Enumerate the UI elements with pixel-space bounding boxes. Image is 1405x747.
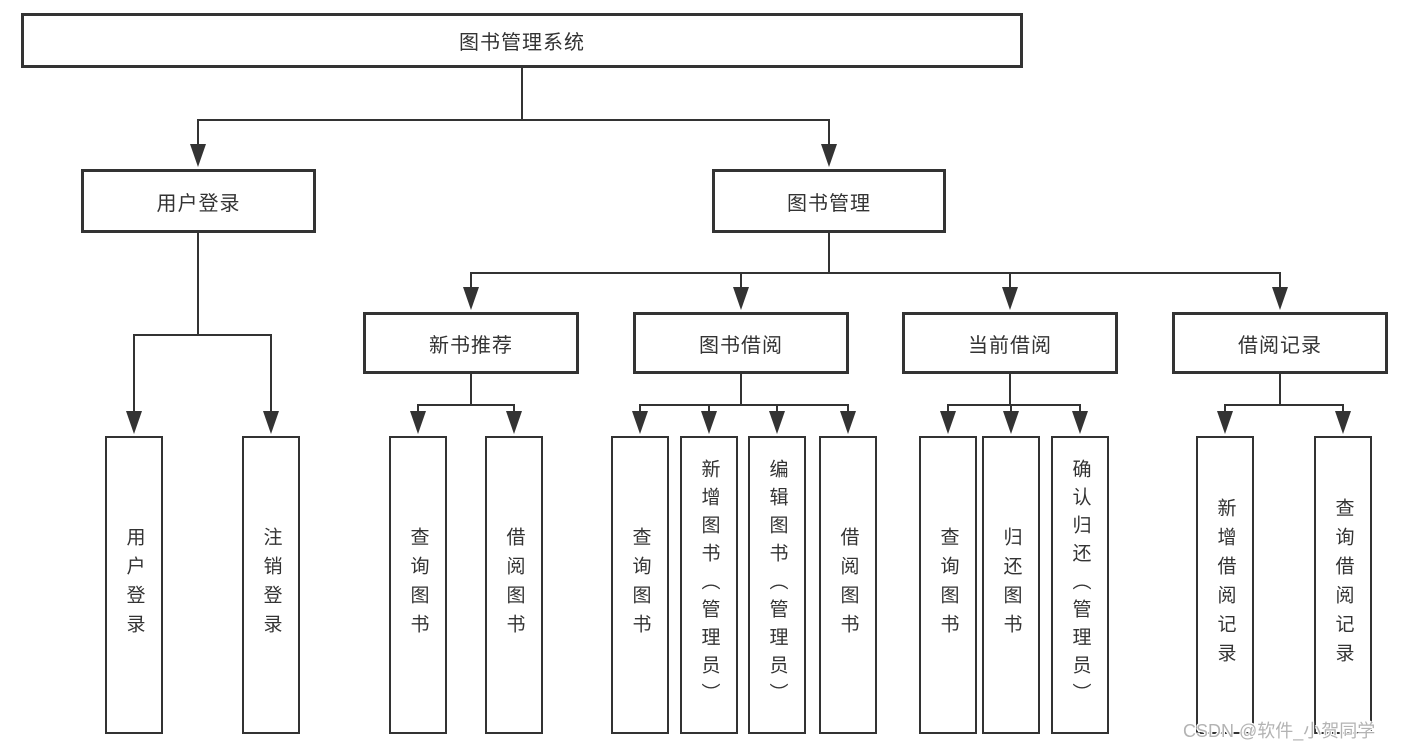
- node-label: 图书借阅: [699, 334, 783, 357]
- node-label: 查询图书: [407, 527, 429, 643]
- node-label: 借阅图书: [503, 527, 525, 643]
- node-label: 新书推荐: [429, 334, 513, 357]
- arrowhead-icons: [126, 144, 1351, 434]
- node-borrowing-records: 借阅记录: [1172, 312, 1388, 374]
- node-label: 新增图书（管理员）: [698, 459, 720, 711]
- node-leaf-edit-book-admin: 编辑图书（管理员）: [748, 436, 806, 734]
- node-leaf-query-books-3: 查询图书: [919, 436, 977, 734]
- node-label: 确认归还（管理员）: [1069, 459, 1091, 711]
- node-label: 注销登录: [260, 527, 282, 643]
- node-leaf-borrow-books-2: 借阅图书: [819, 436, 877, 734]
- node-leaf-user-login: 用户登录: [105, 436, 163, 734]
- node-label: 用户登录: [123, 527, 145, 643]
- node-label: 查询借阅记录: [1332, 498, 1354, 672]
- node-leaf-return-book: 归还图书: [982, 436, 1040, 734]
- node-leaf-confirm-return-admin: 确认归还（管理员）: [1051, 436, 1109, 734]
- node-leaf-add-book-admin: 新增图书（管理员）: [680, 436, 738, 734]
- node-leaf-query-books-1: 查询图书: [389, 436, 447, 734]
- node-user-login: 用户登录: [81, 169, 316, 233]
- node-library-management-system: 图书管理系统: [21, 13, 1023, 68]
- node-book-management: 图书管理: [712, 169, 946, 233]
- node-label: 编辑图书（管理员）: [766, 459, 788, 711]
- node-label: 图书管理系统: [459, 32, 585, 54]
- node-label: 新增借阅记录: [1214, 498, 1236, 672]
- node-new-book-recommendation: 新书推荐: [363, 312, 579, 374]
- node-leaf-query-books-2: 查询图书: [611, 436, 669, 734]
- node-label: 借阅记录: [1238, 334, 1322, 357]
- node-leaf-borrow-books-1: 借阅图书: [485, 436, 543, 734]
- node-label: 用户登录: [156, 192, 241, 215]
- node-label: 归还图书: [1000, 527, 1022, 643]
- node-label: 查询图书: [937, 527, 959, 643]
- node-current-borrowing: 当前借阅: [902, 312, 1118, 374]
- node-label: 查询图书: [629, 527, 651, 643]
- watermark: CSDN @软件_小贺同学: [1183, 721, 1376, 741]
- node-leaf-query-borrow-record: 查询借阅记录: [1314, 436, 1372, 734]
- node-label: 当前借阅: [968, 334, 1052, 357]
- node-label: 图书管理: [787, 192, 871, 215]
- node-label: 借阅图书: [837, 527, 859, 643]
- node-leaf-logout: 注销登录: [242, 436, 300, 734]
- node-book-borrowing: 图书借阅: [633, 312, 849, 374]
- node-leaf-add-borrow-record: 新增借阅记录: [1196, 436, 1254, 734]
